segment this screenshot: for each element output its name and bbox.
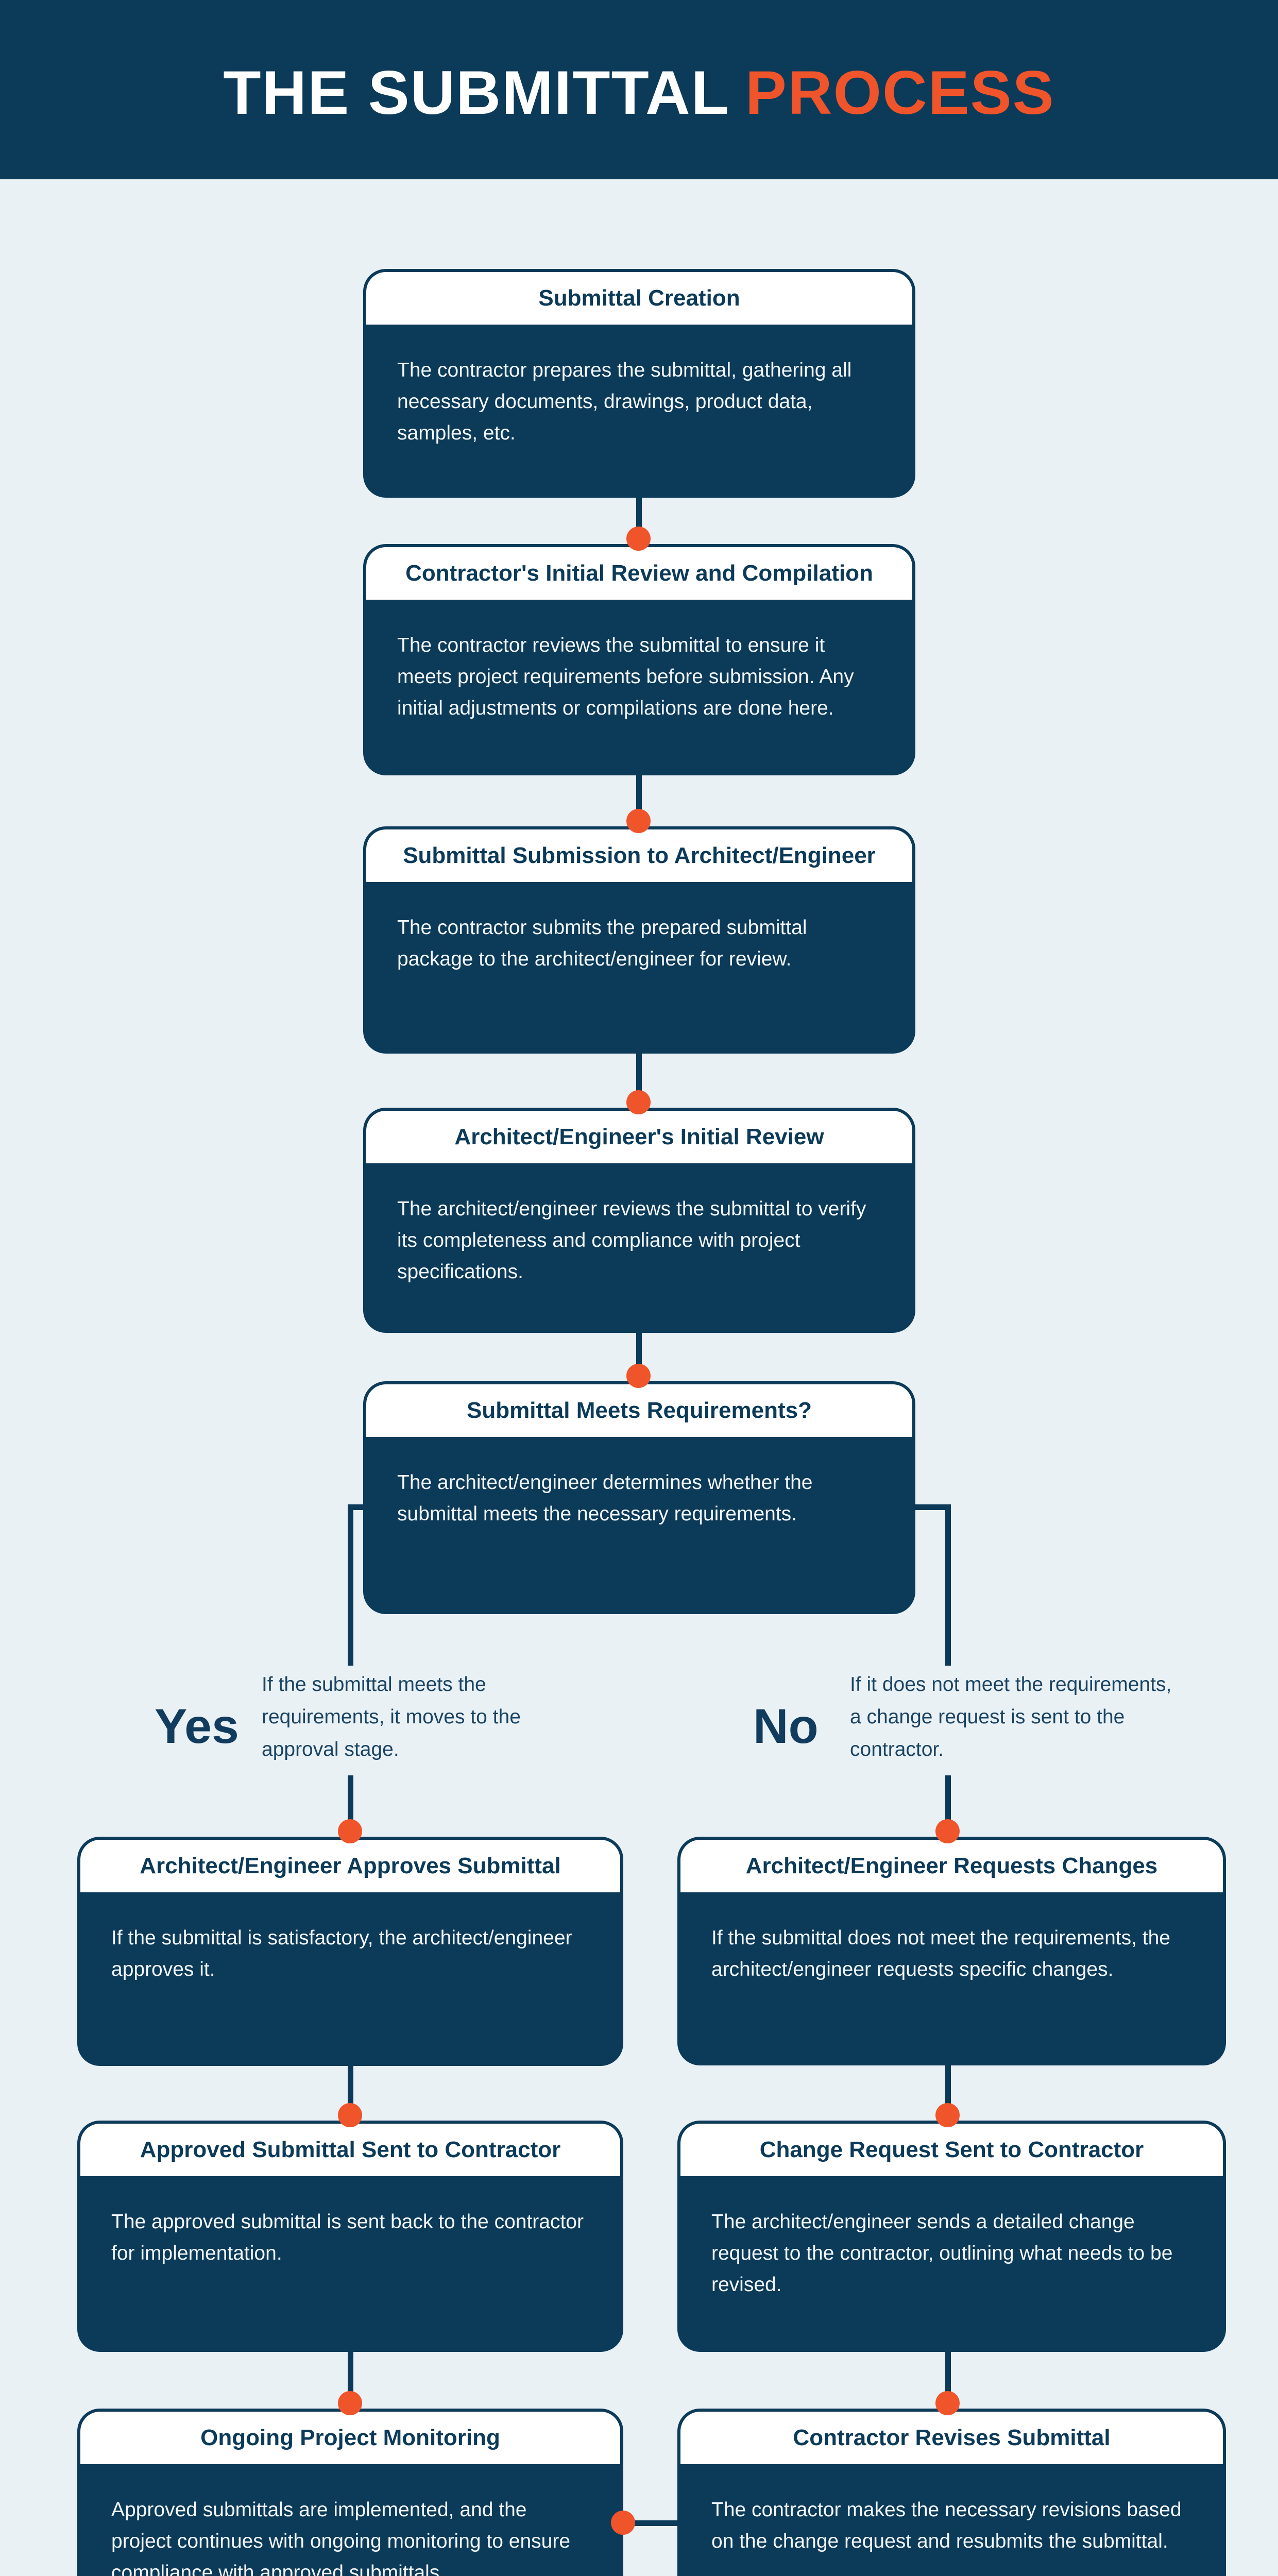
connector-dot-icon	[935, 2103, 960, 2127]
connector-line	[636, 775, 642, 824]
box-title: Change Request Sent to Contractor	[680, 2124, 1223, 2176]
page-title-accent: PROCESS	[745, 58, 1055, 127]
flow-box-contractor-revises-submittal: Contractor Revises Submittal The contrac…	[677, 2409, 1226, 2576]
connector-dot-icon	[935, 2391, 960, 2415]
flow-box-contractor-initial-review: Contractor's Initial Review and Compilat…	[363, 544, 915, 775]
connector-dot-icon	[626, 1090, 651, 1114]
connector-line	[913, 1504, 948, 1510]
connector-dot-icon	[935, 1819, 960, 1843]
box-body: If the submittal does not meet the requi…	[711, 1927, 1170, 1980]
connector-line	[348, 2066, 353, 2115]
flow-box-change-request-sent: Change Request Sent to Contractor The ar…	[677, 2121, 1226, 2352]
flow-box-ae-approves-submittal: Architect/Engineer Approves Submittal If…	[77, 1837, 623, 2066]
box-body: The architect/engineer sends a detailed …	[711, 2211, 1173, 2296]
box-title: Submittal Submission to Architect/Engine…	[366, 829, 912, 882]
connector-line	[348, 1504, 368, 1510]
connector-dot-icon	[626, 527, 651, 551]
page-title-main: THE SUBMITTAL	[223, 58, 730, 127]
connector-dot-icon	[626, 809, 651, 833]
connector-dot-icon	[338, 2391, 362, 2415]
flow-box-submittal-creation: Submittal Creation The contractor prepar…	[363, 269, 915, 498]
yes-note: If the submittal meets the requirements,…	[262, 1673, 521, 1760]
flow-box-submittal-submission: Submittal Submission to Architect/Engine…	[363, 826, 915, 1054]
connector-line	[945, 1504, 951, 1666]
box-body: The architect/engineer reviews the submi…	[397, 1198, 866, 1283]
box-title: Architect/Engineer Requests Changes	[680, 1840, 1223, 1892]
flow-box-ae-requests-changes: Architect/Engineer Requests Changes If t…	[677, 1837, 1226, 2065]
connector-line	[945, 2065, 951, 2115]
no-label: No	[753, 1699, 819, 1754]
box-body: The contractor reviews the submittal to …	[397, 634, 854, 719]
box-body: If the submittal is satisfactory, the ar…	[111, 1927, 572, 1980]
connector-dot-icon	[611, 2511, 635, 2535]
box-body: The contractor prepares the submittal, g…	[397, 359, 852, 444]
connector-line	[945, 2352, 951, 2403]
box-body: The contractor submits the prepared subm…	[397, 917, 807, 970]
box-title: Submittal Meets Requirements?	[366, 1384, 912, 1437]
flow-box-decision-meets-requirements: Submittal Meets Requirements? The archit…	[363, 1381, 915, 1614]
box-title: Architect/Engineer Approves Submittal	[80, 1840, 620, 1892]
box-title: Contractor's Initial Review and Compilat…	[366, 547, 912, 600]
box-body: Approved submittals are implemented, and…	[111, 2499, 571, 2576]
flow-box-approved-submittal-sent: Approved Submittal Sent to Contractor Th…	[77, 2121, 623, 2352]
box-body: The approved submittal is sent back to t…	[111, 2211, 584, 2264]
connector-dot-icon	[626, 1364, 651, 1388]
connector-dot-icon	[338, 2103, 362, 2127]
box-body: The contractor makes the necessary revis…	[711, 2499, 1182, 2552]
connector-line	[636, 1054, 642, 1105]
yes-label: Yes	[155, 1699, 239, 1754]
connector-line-loopback	[623, 2520, 679, 2526]
box-title: Ongoing Project Monitoring	[80, 2412, 620, 2464]
flow-box-ongoing-project-monitoring: Ongoing Project Monitoring Approved subm…	[77, 2409, 623, 2576]
connector-line	[636, 498, 642, 541]
box-body: The architect/engineer determines whethe…	[397, 1471, 813, 1525]
flow-box-ae-initial-review: Architect/Engineer's Initial Review The …	[363, 1108, 915, 1333]
box-title: Approved Submittal Sent to Contractor	[80, 2124, 620, 2176]
connector-line	[945, 1775, 951, 1834]
box-title: Submittal Creation	[366, 272, 912, 325]
connector-line	[348, 1504, 353, 1666]
connector-line	[348, 2352, 353, 2403]
box-title: Architect/Engineer's Initial Review	[366, 1111, 912, 1163]
box-title: Contractor Revises Submittal	[680, 2412, 1223, 2464]
no-note: If it does not meet the requirements, a …	[850, 1673, 1172, 1760]
connector-dot-icon	[338, 1819, 362, 1843]
connector-line	[636, 1333, 642, 1379]
connector-line	[348, 1775, 353, 1834]
